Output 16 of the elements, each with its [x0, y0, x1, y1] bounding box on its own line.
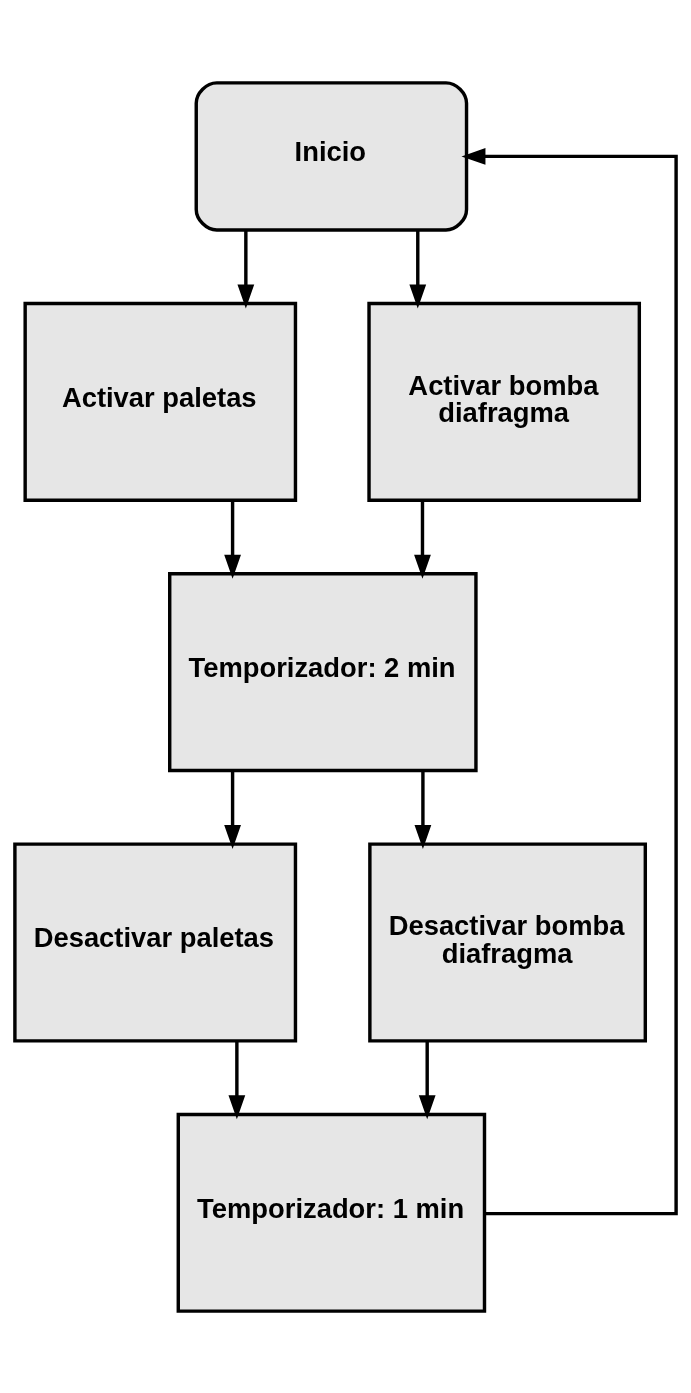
arrow — [228, 1041, 246, 1119]
arrow — [224, 500, 241, 579]
arrow — [409, 229, 427, 308]
arrow — [461, 147, 678, 1215]
arrow — [224, 770, 241, 849]
node-box: Temporizador: 1 min — [176, 1112, 487, 1313]
arrow — [414, 770, 432, 849]
arrow — [414, 500, 431, 579]
node-box: Temporizador: 2 min — [168, 571, 478, 772]
node-box: Desactivar paletas — [13, 841, 298, 1043]
arrow — [237, 229, 255, 308]
node-box: Activar bomba diafragma — [367, 301, 642, 502]
node-box: Inicio — [194, 80, 469, 232]
node-box: Desactivar bomba diafragma — [368, 841, 647, 1043]
node-box: Activar paletas — [23, 301, 298, 502]
arrow — [418, 1041, 436, 1119]
